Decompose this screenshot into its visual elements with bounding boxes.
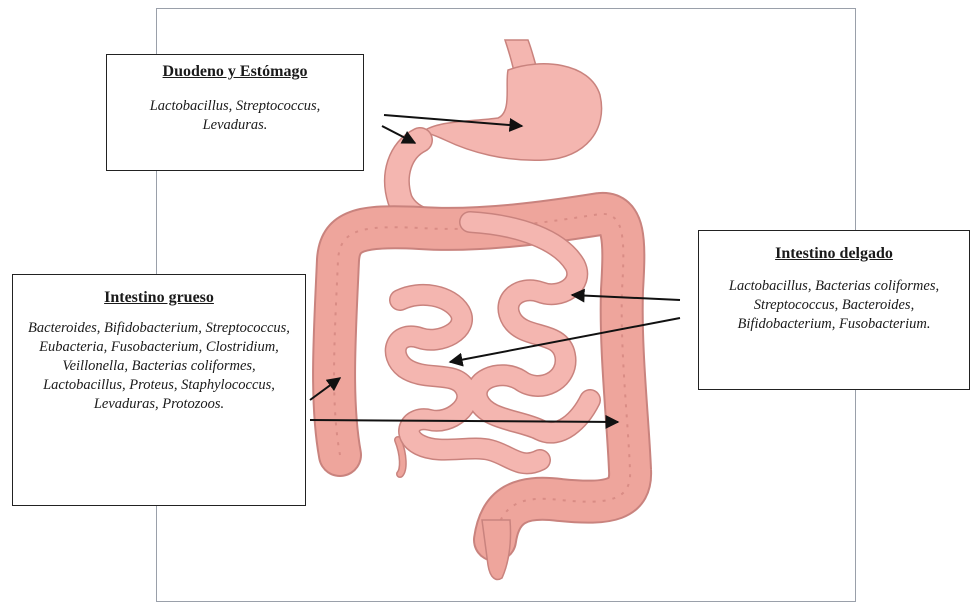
label-body-intestino-delgado: Lactobacillus, Bacterias coliformes, Str…	[699, 277, 969, 334]
small-intestine	[396, 222, 590, 463]
label-box-duodeno-estomago: Duodeno y Estómago Lactobacillus, Strept…	[106, 54, 364, 171]
stomach	[418, 64, 602, 160]
label-title-intestino-delgado: Intestino delgado	[699, 245, 969, 263]
label-title-duodeno-estomago: Duodeno y Estómago	[107, 63, 363, 81]
label-body-intestino-grueso: Bacteroides, Bifidobacterium, Streptococ…	[13, 319, 305, 414]
label-title-intestino-grueso: Intestino grueso	[13, 289, 305, 307]
rectum	[482, 520, 511, 579]
label-box-intestino-delgado: Intestino delgado Lactobacillus, Bacteri…	[698, 230, 970, 390]
label-body-duodeno-estomago: Lactobacillus, Streptococcus, Levaduras.	[107, 97, 363, 135]
label-box-intestino-grueso: Intestino grueso Bacteroides, Bifidobact…	[12, 274, 306, 506]
